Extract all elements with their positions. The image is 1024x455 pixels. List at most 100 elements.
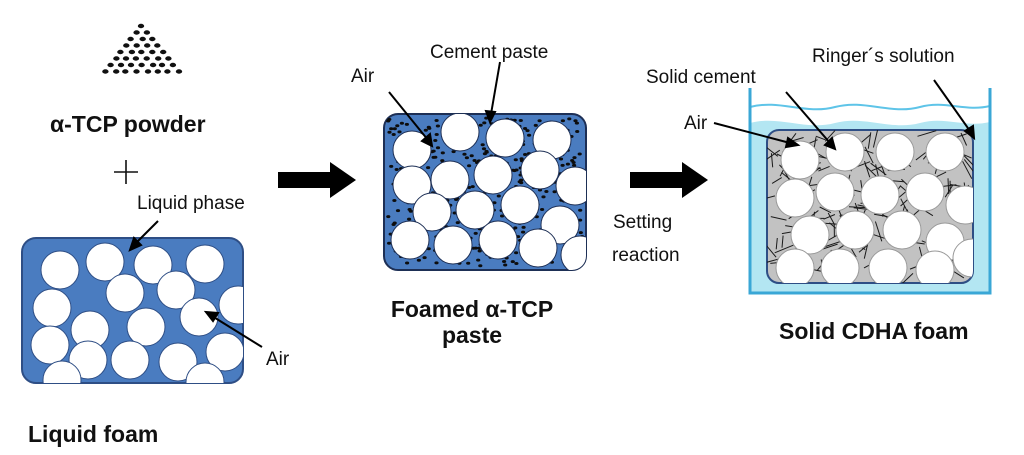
cement-particle: [469, 154, 474, 158]
powder-grain: [154, 69, 161, 74]
liquid-foam-title: Liquid foam: [28, 421, 159, 447]
pointer-ringer-solution: [933, 79, 976, 141]
paste-bubbles: [390, 114, 586, 270]
cement-particle: [431, 149, 436, 153]
air-bubble: [882, 210, 922, 250]
air-bubble: [868, 248, 908, 283]
powder-grain: [149, 36, 156, 42]
cement-particle: [567, 117, 572, 121]
plus-icon: [114, 160, 138, 184]
cement-particle: [386, 215, 391, 219]
powder-grain: [143, 56, 150, 61]
air-label-stage3: Air: [684, 113, 708, 134]
crystal-needle: [774, 244, 794, 254]
powder-grain: [113, 69, 120, 74]
pointer-air-stage2: [388, 91, 434, 148]
crystal-needle: [767, 147, 779, 157]
pointer-liquid-phase: [128, 220, 159, 252]
crystal-needle: [960, 132, 968, 146]
container-walls: [748, 88, 992, 295]
cement-particle: [426, 166, 431, 170]
cement-particle: [478, 264, 483, 268]
cement-particle: [578, 208, 583, 212]
cement-particle: [399, 121, 404, 125]
crystal-needle: [917, 130, 937, 137]
liquid-foam-box: [21, 237, 244, 384]
crystal-needle: [819, 206, 832, 214]
crystal-needle: [942, 184, 957, 187]
foamed-paste-title-line2: paste: [441, 322, 503, 348]
cement-particle: [500, 214, 505, 218]
powder-grain: [113, 56, 120, 61]
crystal-needle: [767, 258, 781, 264]
cement-particle: [427, 126, 432, 130]
powder-grain: [138, 49, 145, 55]
ringer-solution-label: Ringer´s solution: [812, 46, 955, 67]
cement-particle: [572, 156, 577, 160]
cement-particle: [404, 122, 409, 126]
air-bubble: [133, 245, 173, 285]
cement-particle: [478, 123, 483, 127]
crystal-needle: [771, 177, 782, 184]
air-bubble: [392, 165, 432, 205]
powder-grain: [102, 69, 109, 74]
cement-particle: [514, 262, 519, 265]
cement-particle: [464, 156, 469, 160]
cement-particle: [496, 194, 501, 198]
cement-particle: [467, 164, 472, 168]
powder-grain: [138, 62, 145, 68]
crystal-needle: [915, 152, 927, 161]
cement-particle: [395, 209, 401, 213]
air-bubble: [478, 220, 518, 260]
powder-grain: [144, 69, 152, 74]
cement-particle: [392, 127, 397, 131]
powder-grain: [117, 49, 124, 55]
air-bubble: [500, 185, 540, 225]
cement-particle: [503, 263, 508, 267]
cement-particle: [477, 249, 482, 253]
cement-particle: [525, 129, 530, 133]
solid-foam-bubbles: [775, 132, 973, 283]
air-bubble: [433, 225, 473, 265]
cement-paste-label: Cement paste: [430, 42, 549, 63]
cement-particle: [517, 180, 522, 184]
liquid-phase-label: Liquid phase: [137, 193, 245, 214]
air-bubble: [455, 190, 495, 230]
powder-grain: [133, 69, 140, 74]
air-bubble: [518, 228, 558, 268]
foamed-paste-title-line1: Foamed α-TCP: [390, 296, 554, 322]
air-bubble: [430, 160, 470, 200]
air-bubble: [825, 132, 865, 172]
air-bubble: [390, 220, 430, 260]
cement-particle: [482, 152, 487, 156]
cement-particle: [407, 217, 412, 221]
cement-particle: [552, 190, 557, 194]
air-bubble: [560, 235, 586, 270]
powder-grain: [144, 43, 151, 48]
powder-grain: [127, 36, 134, 42]
cement-particle: [473, 231, 478, 235]
air-bubble: [156, 270, 196, 310]
crystal-needle: [775, 237, 778, 250]
cement-particle: [513, 158, 518, 162]
air-bubble: [875, 132, 915, 172]
pointer-air-stage3: [713, 122, 801, 149]
cement-particle: [574, 121, 580, 125]
powder-grain: [175, 69, 183, 74]
cement-particle: [391, 133, 396, 136]
cement-particle: [578, 231, 583, 235]
ringer-container: [748, 88, 992, 295]
cement-particle: [435, 146, 441, 150]
cement-particle: [514, 251, 519, 255]
air-bubble: [860, 175, 900, 215]
air-bubble: [520, 150, 560, 190]
cement-particle: [416, 258, 421, 262]
powder-grain: [139, 36, 146, 42]
cement-particle: [434, 261, 439, 265]
cement-particle: [440, 151, 445, 155]
powder-grain: [143, 30, 151, 35]
cement-particle: [518, 119, 523, 122]
powder-grain: [123, 43, 130, 48]
cement-particle: [510, 260, 515, 264]
